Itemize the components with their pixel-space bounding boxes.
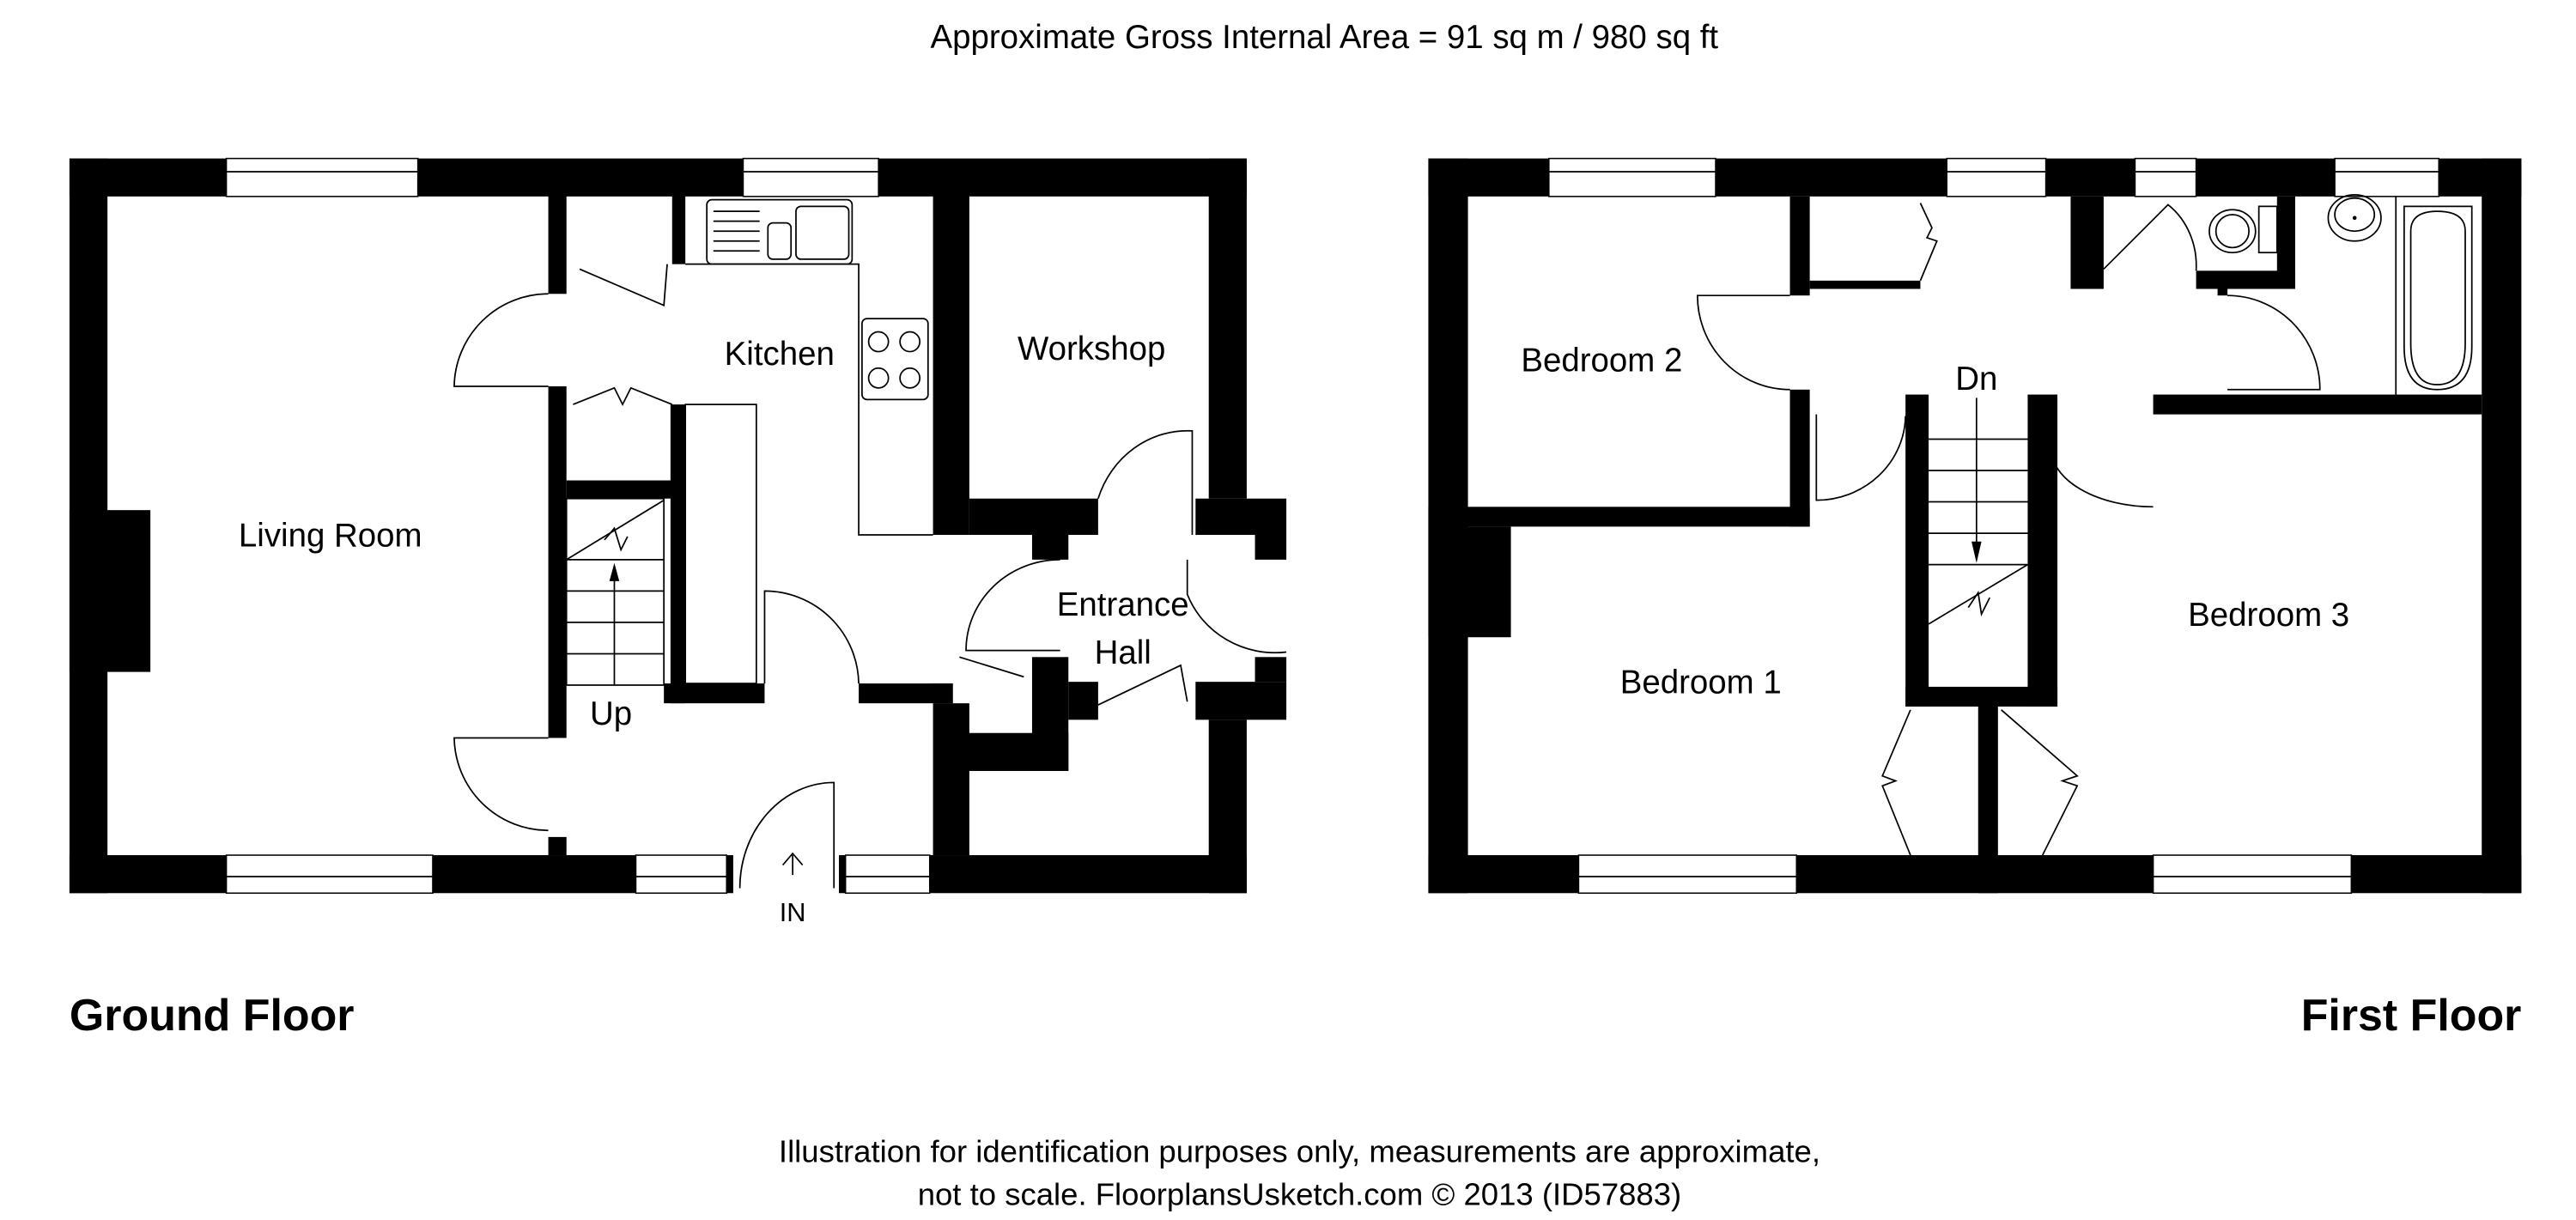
entrance-hall-label-1: Entrance	[1057, 586, 1189, 623]
ground-floor-title: Ground Floor	[70, 991, 355, 1041]
first-floor-windows	[1548, 157, 2440, 895]
first-floor-walls	[1428, 158, 2522, 894]
kitchen-fittings	[684, 198, 933, 684]
stairs-down-label: Dn	[1955, 361, 1997, 398]
first-floor-title: First Floor	[2301, 991, 2522, 1041]
entrance-hall-label-2: Hall	[1095, 634, 1151, 671]
stairs-up-label: Up	[590, 695, 632, 732]
kitchen-label: Kitchen	[725, 336, 835, 373]
basin-icon	[2327, 194, 2382, 242]
bedroom-1-label: Bedroom 1	[1620, 665, 1782, 701]
ground-floor-plan: Living Room Kitchen Workshop Entrance Ha…	[69, 157, 1287, 1041]
sink-icon	[706, 198, 854, 265]
first-floor-plan: Bedroom 2 Bedroom 1 Bedroom 3 Dn First F…	[1428, 157, 2522, 1041]
living-room-label: Living Room	[239, 517, 422, 554]
hob-icon	[861, 318, 929, 401]
chimney-breast	[1428, 526, 1511, 638]
disclaimer-line-2: not to scale. FloorplansUsketch.com © 20…	[918, 1177, 1682, 1212]
disclaimer-line-1: Illustration for identification purposes…	[779, 1134, 1820, 1169]
ground-floor-doors	[453, 264, 1287, 889]
workshop-label: Workshop	[1018, 331, 1165, 367]
ground-floor-stairs	[565, 497, 804, 876]
bedroom-3-label: Bedroom 3	[2188, 597, 2349, 634]
entry-arrow-icon	[781, 852, 804, 876]
bedroom-2-label: Bedroom 2	[1521, 343, 1682, 379]
first-floor-stairs	[1928, 398, 2028, 625]
worktop	[684, 404, 757, 684]
chimney-breast	[69, 510, 151, 672]
entry-label: IN	[780, 897, 806, 927]
bathroom-fittings	[2208, 194, 2473, 395]
ground-floor-walls	[69, 158, 1287, 894]
toilet-icon	[2208, 205, 2278, 254]
ground-floor-windows	[225, 157, 931, 897]
gross-area-text: Approximate Gross Internal Area = 91 sq …	[930, 19, 1718, 56]
bath-icon	[2403, 205, 2473, 391]
first-floor-doors	[1697, 203, 2321, 856]
